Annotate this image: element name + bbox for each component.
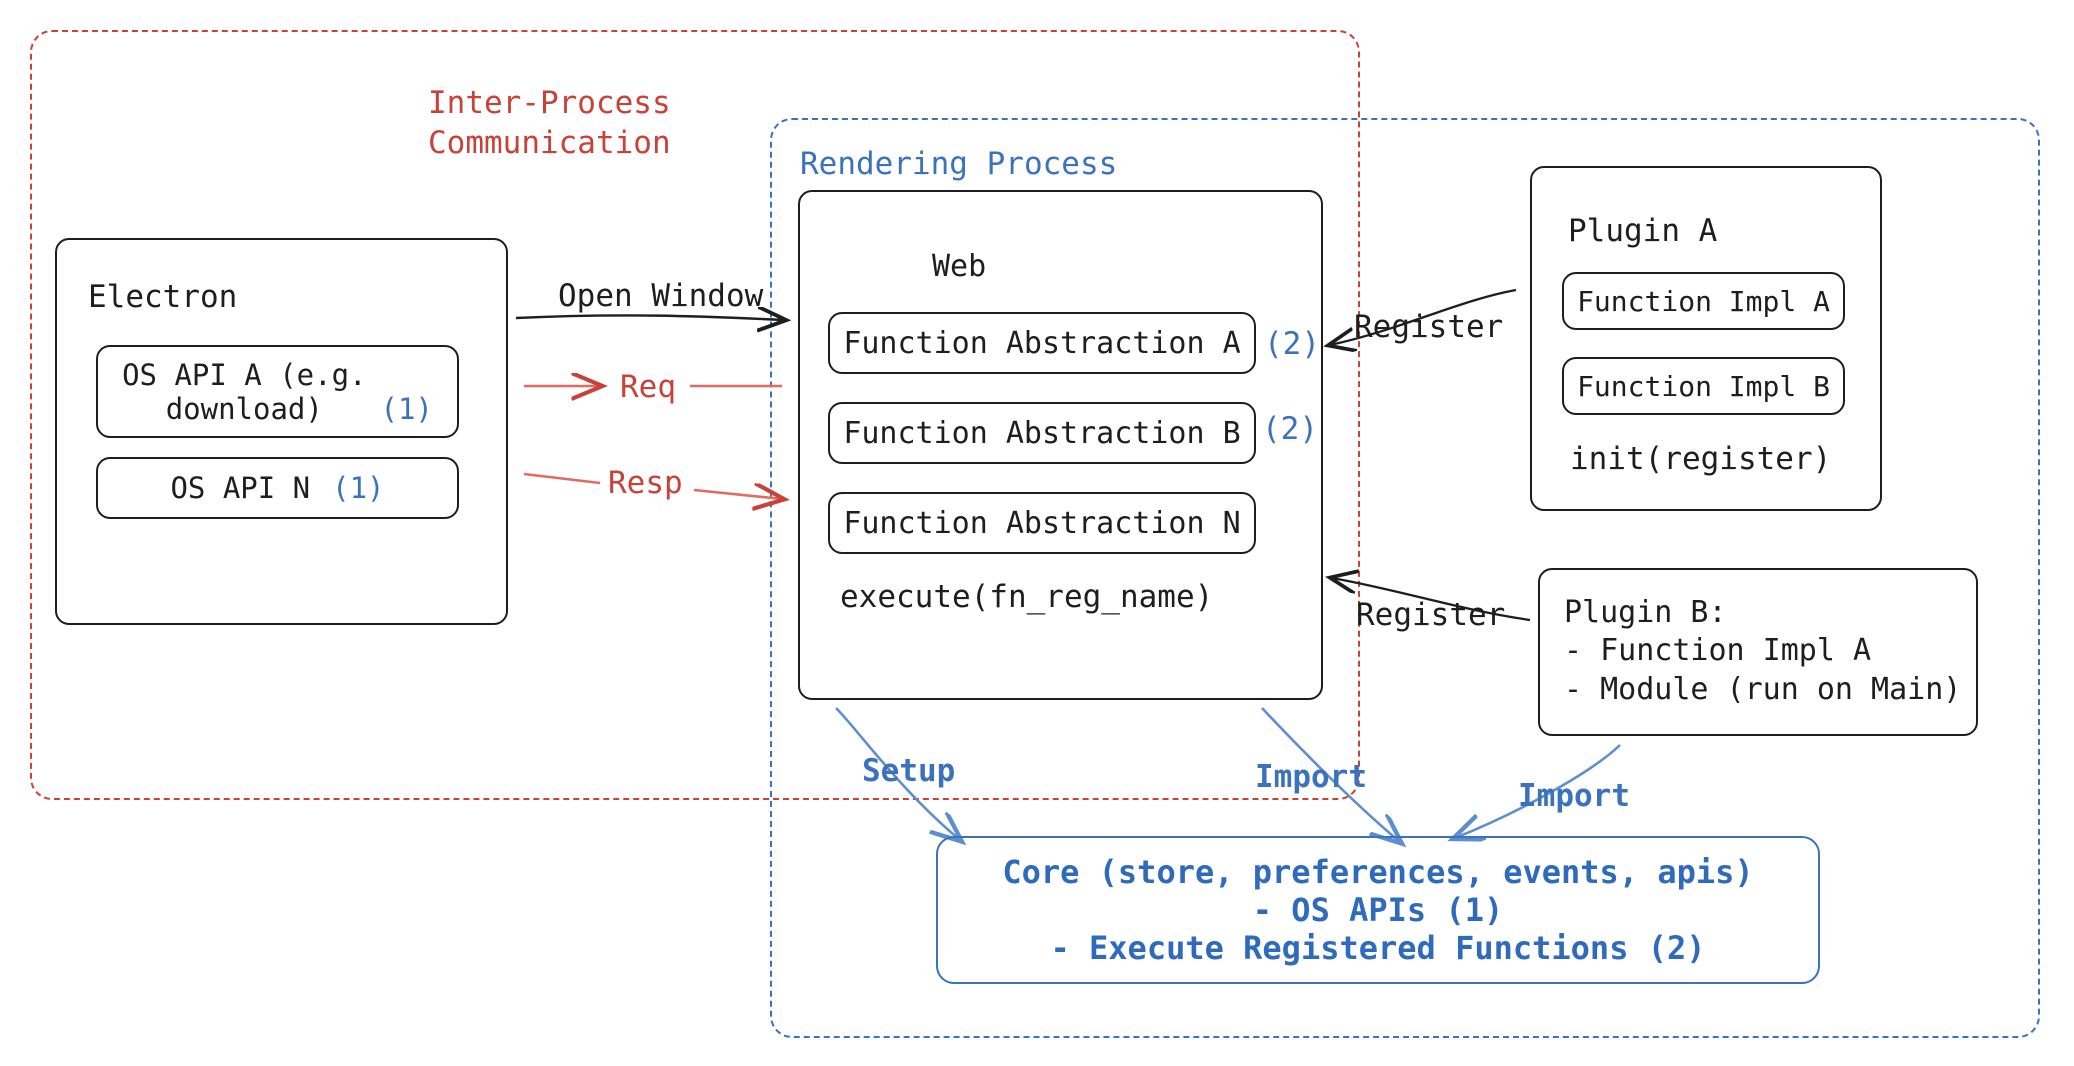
function-abstraction-a-box[interactable]: Function Abstraction A <box>828 312 1256 374</box>
core-line-1: Core (store, preferences, events, apis) <box>1002 853 1754 891</box>
plugin-b-box[interactable] <box>1538 568 1978 736</box>
plugin-a-title: Plugin A <box>1568 213 1718 249</box>
plugin-a-box[interactable] <box>1530 166 1882 511</box>
electron-title: Electron <box>88 279 238 315</box>
plugin-a-function-impl-a-label: Function Impl A <box>1577 284 1830 318</box>
ipc-region-title: Inter-Process Communication <box>428 85 671 161</box>
os-api-a-label: OS API A (e.g. download) <box>122 357 367 426</box>
core-line-2: - OS APIs (1) <box>1252 891 1504 929</box>
req-arrow-label: Req <box>620 369 676 405</box>
plugin-a-function-impl-b-box[interactable]: Function Impl B <box>1562 357 1845 415</box>
register-arrow-label-plugin-a: Register <box>1354 309 1504 345</box>
core-line-3: - Execute Registered Functions (2) <box>1050 929 1706 967</box>
function-abstraction-n-box[interactable]: Function Abstraction N <box>828 492 1256 554</box>
region-rendering-process <box>770 118 2040 1038</box>
open-window-arrow-label: Open Window <box>558 278 764 314</box>
os-api-n-label: OS API N <box>170 471 311 505</box>
function-abstraction-n-label: Function Abstraction N <box>843 505 1241 541</box>
os-api-a-box[interactable]: OS API A (e.g. download) (1) <box>96 345 459 438</box>
setup-arrow-label: Setup <box>862 753 956 789</box>
os-api-n-box[interactable]: OS API N (1) <box>96 457 459 519</box>
plugin-a-function-impl-a-box[interactable]: Function Impl A <box>1562 272 1845 330</box>
function-abstraction-a-label: Function Abstraction A <box>843 325 1241 361</box>
electron-box[interactable] <box>55 238 508 625</box>
plugin-a-function-impl-b-label: Function Impl B <box>1577 369 1830 403</box>
os-api-n-tag: (1) <box>332 471 385 505</box>
os-api-a-tag: (1) <box>380 391 433 426</box>
import-arrow-label-plugin-b: Import <box>1518 778 1630 814</box>
rendering-process-region-title: Rendering Process <box>800 146 1118 182</box>
import-arrow-label-web: Import <box>1255 759 1367 795</box>
function-abstraction-b-label: Function Abstraction B <box>843 415 1241 451</box>
function-abstraction-b-tag: (2) <box>1262 411 1318 447</box>
register-arrow-label-plugin-b: Register <box>1356 597 1506 633</box>
function-abstraction-b-box[interactable]: Function Abstraction B <box>828 402 1256 464</box>
region-inter-process-communication <box>30 30 1360 800</box>
plugin-a-init-method: init(register) <box>1570 441 1832 477</box>
web-execute-method: execute(fn_reg_name) <box>840 579 1214 615</box>
core-box[interactable]: Core (store, preferences, events, apis) … <box>936 836 1820 984</box>
plugin-b-text: Plugin B: - Function Impl A - Module (ru… <box>1564 595 1962 707</box>
web-box[interactable] <box>798 190 1323 700</box>
function-abstraction-a-tag: (2) <box>1264 326 1320 362</box>
core-text-block: Core (store, preferences, events, apis) … <box>938 853 1818 967</box>
web-title: Web <box>932 249 987 284</box>
resp-arrow-label: Resp <box>608 465 683 501</box>
